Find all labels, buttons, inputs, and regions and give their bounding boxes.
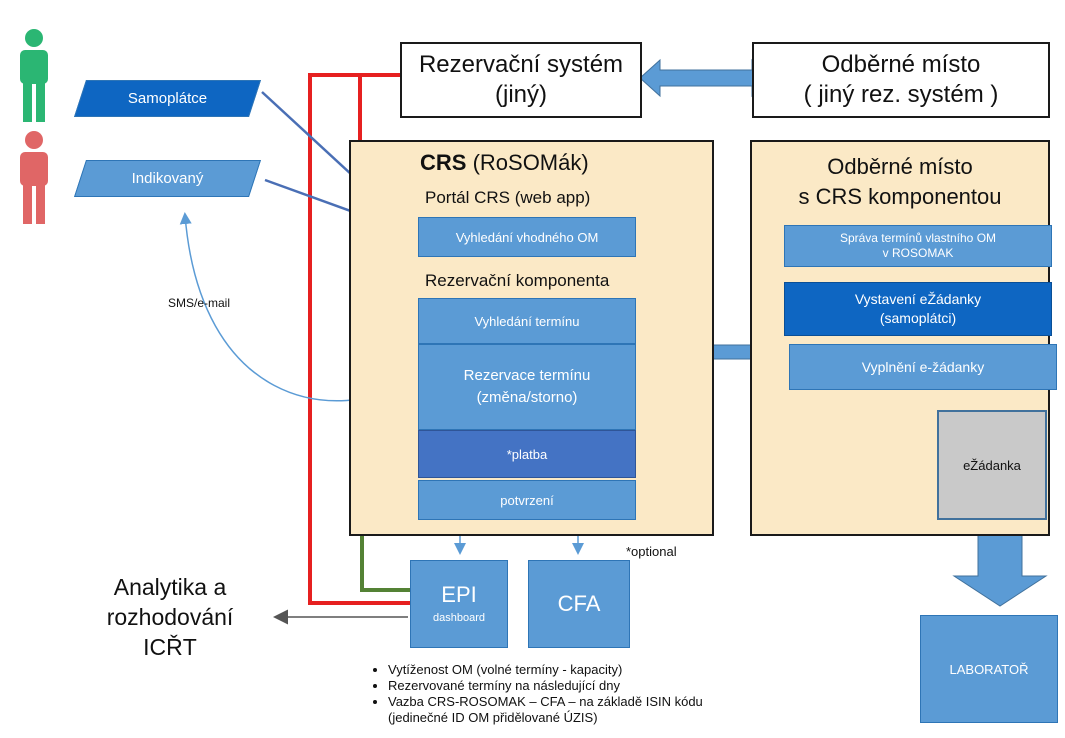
person-red-icon — [20, 131, 48, 224]
rezervacni-system-box: Rezervační systém (jiný) — [400, 42, 642, 118]
sprava-terminu-box: Správa termínů vlastního OM v ROSOMAK — [784, 225, 1052, 267]
down-arrow-laborator — [952, 525, 1048, 607]
vyhledani-om-box: Vyhledání vhodného OM — [418, 217, 636, 257]
vyplneni-ezadanky-box: Vyplnění e-žádanky — [789, 344, 1057, 390]
crs-title-rest: (RoSOMák) — [466, 150, 589, 175]
rezervace-terminu-box: Rezervace termínu (změna/storno) — [418, 344, 636, 430]
potvrzeni-box: potvrzení — [418, 480, 636, 520]
actor-indikovany: Indikovaný — [73, 160, 262, 197]
note-item: Rezervované termíny na následující dny — [388, 678, 750, 694]
platba-box: *platba — [418, 430, 636, 478]
portal-label: Portál CRS (web app) — [425, 188, 591, 207]
rezervacni-komponenta-label: Rezervační komponenta — [425, 271, 610, 290]
cfa-box: CFA — [528, 560, 630, 648]
sms-email-label: SMS/e-mail — [168, 296, 231, 310]
actor-indikovany-label: Indikovaný — [131, 170, 204, 187]
analytika-label: Analytika a rozhodování ICŘT — [106, 574, 234, 660]
note-item: Vazba CRS-ROSOMAK – CFA – na základě ISI… — [388, 694, 750, 726]
notes-list: Vytíženost OM (volné termíny - kapacity)… — [370, 662, 750, 726]
actor-samoplatce: Samoplátce — [73, 80, 262, 117]
om-crs-title: Odběrné místo s CRS komponentou — [798, 154, 1002, 209]
vystaveni-ezadanky-box: Vystavení eŽádanky (samoplátci) — [784, 282, 1052, 336]
odberne-misto-jine-box: Odběrné místo ( jiný rez. systém ) — [752, 42, 1050, 118]
epi-title: EPI — [441, 582, 477, 607]
vyhledani-terminu-box: Vyhledání termínu — [418, 298, 636, 344]
crs-title: CRS (RoSOMák) — [420, 150, 589, 176]
actor-samoplatce-label: Samoplátce — [127, 90, 208, 107]
red-connector-line — [308, 73, 410, 605]
epi-subtitle: dashboard — [433, 612, 485, 624]
ezadanka-box: eŽádanka — [937, 410, 1047, 520]
optional-note: *optional — [626, 544, 677, 559]
note-item: Vytíženost OM (volné termíny - kapacity) — [388, 662, 750, 678]
person-green-icon — [20, 29, 48, 122]
laborator-box: LABORATOŘ — [920, 615, 1058, 723]
crs-title-bold: CRS — [420, 150, 467, 175]
epi-dashboard-box: EPI dashboard — [410, 560, 508, 648]
